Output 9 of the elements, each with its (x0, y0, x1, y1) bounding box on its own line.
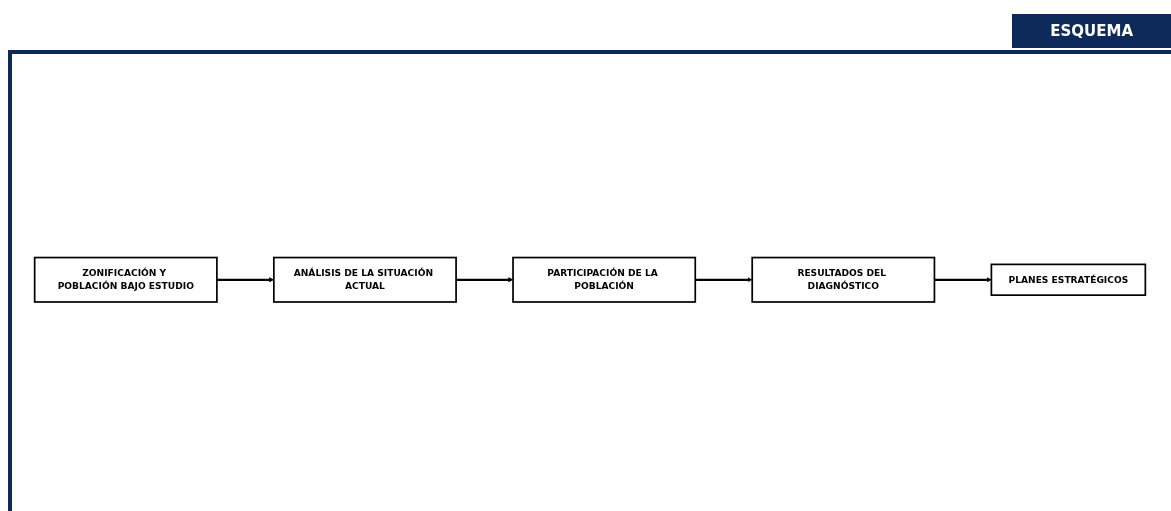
node-box: RESULTADOS DEL DIAGNÓSTICO (751, 256, 936, 304)
node-box: PLANES ESTRATÉGICOS (990, 263, 1147, 297)
node-box: ANÁLISIS DE LA SITUACIÓN ACTUAL (273, 256, 457, 304)
arrow (695, 277, 753, 283)
node-box: PARTICIPACIÓN DE LA POBLACIÓN (512, 256, 697, 304)
node-box: ZONIFICACIÓN Y POBLACIÓN BAJO ESTUDIO (33, 256, 218, 304)
arrow (456, 277, 514, 283)
section-tab: ESQUEMA (1012, 14, 1171, 48)
arrow (934, 277, 992, 283)
